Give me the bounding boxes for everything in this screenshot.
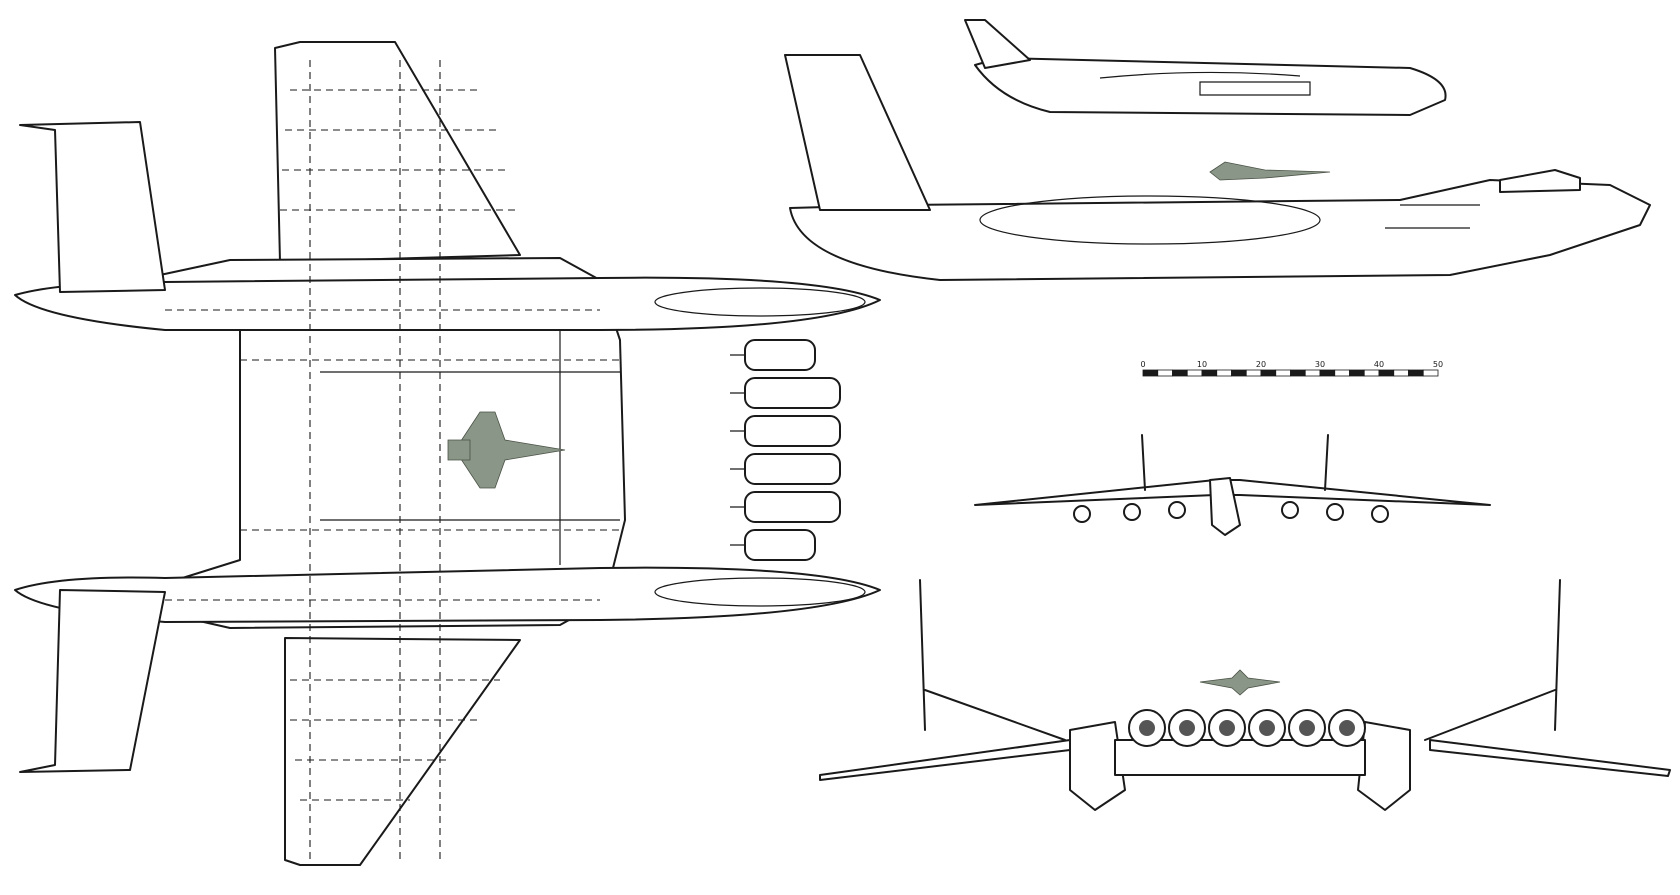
scale-bar-segment bbox=[1201, 369, 1218, 377]
side-view-cockpit bbox=[1499, 169, 1581, 193]
top-view-lower-wing bbox=[284, 637, 521, 866]
top-view-upper-wing bbox=[274, 41, 521, 263]
front-view-small bbox=[974, 434, 1491, 536]
scale-bar-segment bbox=[1245, 369, 1262, 377]
scale-bar-segments bbox=[1142, 369, 1439, 377]
scale-bar-segment bbox=[1157, 369, 1173, 377]
scale-bar-segment bbox=[1172, 369, 1188, 377]
top-view-engine-stack bbox=[730, 339, 841, 561]
side-view-windows bbox=[1385, 204, 1480, 229]
front-view-large bbox=[819, 579, 1671, 811]
front-view-large-right-hull bbox=[1357, 721, 1411, 811]
side-view bbox=[784, 54, 1651, 281]
front-view-large-fighter-jet bbox=[1199, 669, 1281, 696]
scale-tick-label-50: 50 bbox=[1433, 360, 1443, 369]
top-view-upper-hull-fairing bbox=[654, 287, 866, 317]
front-view-large-left-wing bbox=[819, 739, 1071, 781]
side-view-fighter-jet bbox=[1209, 161, 1331, 181]
top-view-fighter-jet bbox=[447, 411, 566, 489]
side-view-wing-fairing bbox=[979, 195, 1321, 245]
front-view-large-right-wing bbox=[1429, 739, 1671, 777]
top-view-upper-tailplane bbox=[19, 121, 166, 293]
front-view-large-right-tail bbox=[1424, 579, 1561, 741]
scale-bar-segment bbox=[1363, 369, 1380, 377]
scale-bar-segment bbox=[1186, 369, 1203, 377]
scale-bar-segment bbox=[1260, 369, 1277, 377]
scale-tick-label-10: 10 bbox=[1197, 360, 1207, 369]
scale-bar-segment bbox=[1216, 369, 1232, 377]
scale-bar-segment bbox=[1349, 369, 1365, 377]
front-view-small-engines bbox=[1073, 501, 1389, 523]
scale-bar-segment bbox=[1290, 369, 1306, 377]
scale-bar-segment bbox=[1142, 369, 1159, 377]
top-view-lower-tailplane bbox=[19, 589, 166, 773]
scale-bar-segment bbox=[1334, 369, 1350, 377]
scale-bar-segment bbox=[1319, 369, 1336, 377]
scale-tick-label-0: 0 bbox=[1140, 360, 1145, 369]
scale-bar-segment bbox=[1422, 369, 1439, 377]
front-view-large-left-tail bbox=[919, 579, 1066, 741]
scale-tick-label-20: 20 bbox=[1256, 360, 1266, 369]
front-view-large-left-hull bbox=[1069, 721, 1126, 811]
top-view-center-body bbox=[159, 257, 626, 629]
top-view bbox=[14, 41, 881, 866]
top-view-lower-hull-fairing bbox=[654, 577, 866, 607]
scale-bar-segment bbox=[1231, 369, 1247, 377]
scale-tick-label-40: 40 bbox=[1374, 360, 1384, 369]
scale-bar-segment bbox=[1393, 369, 1409, 377]
scale-bar-segment bbox=[1304, 369, 1321, 377]
top-view-structure-lines bbox=[165, 60, 620, 860]
scale-bar-segment bbox=[1378, 369, 1395, 377]
reference-transport-side-view bbox=[964, 19, 1447, 116]
scale-bar-segment bbox=[1408, 369, 1424, 377]
scale-bar-segment bbox=[1275, 369, 1291, 377]
front-view-large-engines bbox=[1128, 709, 1366, 747]
side-view-fin bbox=[784, 54, 931, 211]
scale-tick-label-30: 30 bbox=[1315, 360, 1325, 369]
scale-bar: 0 10 20 30 40 50 bbox=[1140, 360, 1443, 377]
